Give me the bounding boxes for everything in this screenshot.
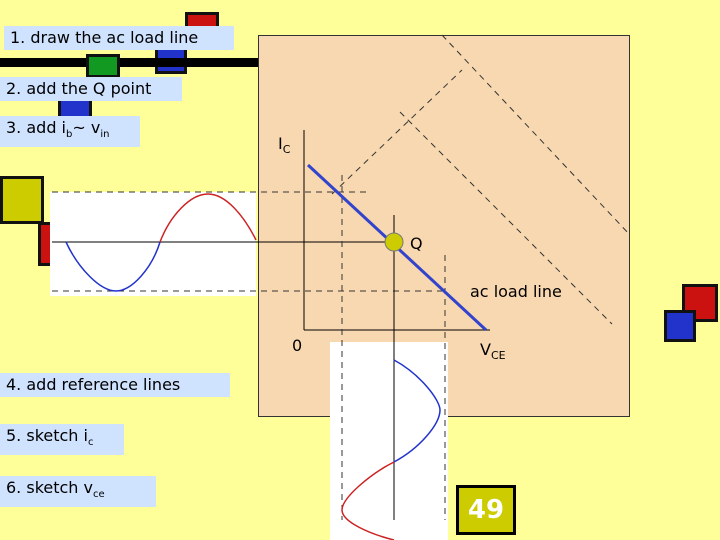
- load-line-label: ac load line: [470, 282, 562, 301]
- decor-square-icon: [86, 54, 120, 78]
- q-point: [384, 232, 404, 252]
- step-3-text: 3. add i: [6, 118, 66, 137]
- step-5-text: 5. sketch i: [6, 426, 88, 445]
- page-number-badge: 49: [456, 485, 516, 535]
- step-2-text: 2. add the Q point: [6, 79, 152, 98]
- step-2-label: 2. add the Q point: [0, 77, 182, 101]
- step-4-label: 4. add reference lines: [0, 373, 230, 397]
- step-1-label: 1. draw the ac load line: [4, 26, 234, 50]
- decor-square-icon: [0, 176, 44, 224]
- y-axis-label-sub: C: [282, 143, 291, 157]
- step-6-sub: ce: [93, 489, 105, 501]
- input-waveform-box: [50, 192, 256, 296]
- dashed-parallel-line: [331, 69, 463, 195]
- input-sine-red: [159, 193, 257, 243]
- dashed-parallel-line: [441, 34, 631, 236]
- step-6-label: 6. sketch vce: [0, 476, 156, 508]
- q-label: Q: [410, 234, 423, 253]
- x-axis-label: VCE: [480, 340, 506, 362]
- output-waveform-box: [330, 342, 448, 540]
- origin-label: 0: [292, 336, 303, 355]
- input-sine-blue: [65, 241, 161, 292]
- step-1-text: 1. draw the ac load line: [10, 28, 199, 47]
- dashed-parallel-line: [399, 111, 613, 325]
- step-4-text: 4. add reference lines: [6, 375, 181, 394]
- decor-square-icon: [664, 310, 696, 342]
- x-axis-label-sub: CE: [490, 349, 506, 363]
- output-sine-blue: [393, 359, 441, 463]
- y-axis-label: IC: [278, 134, 290, 156]
- decor-bar: [0, 58, 260, 67]
- step-3-tail: ~ v: [72, 118, 101, 137]
- y-axis-label-text: I: [278, 134, 283, 153]
- output-sine-red: [341, 461, 395, 540]
- x-axis-label-text: V: [480, 340, 491, 359]
- step-5-label: 5. sketch ic: [0, 424, 124, 456]
- step-5-sub: c: [87, 437, 94, 449]
- step-6-text: 6. sketch v: [6, 478, 93, 497]
- step-3-label: 3. add ib~ vin: [0, 116, 140, 148]
- step-3-sub: b: [66, 129, 73, 141]
- step-3-tail-sub: in: [100, 129, 110, 141]
